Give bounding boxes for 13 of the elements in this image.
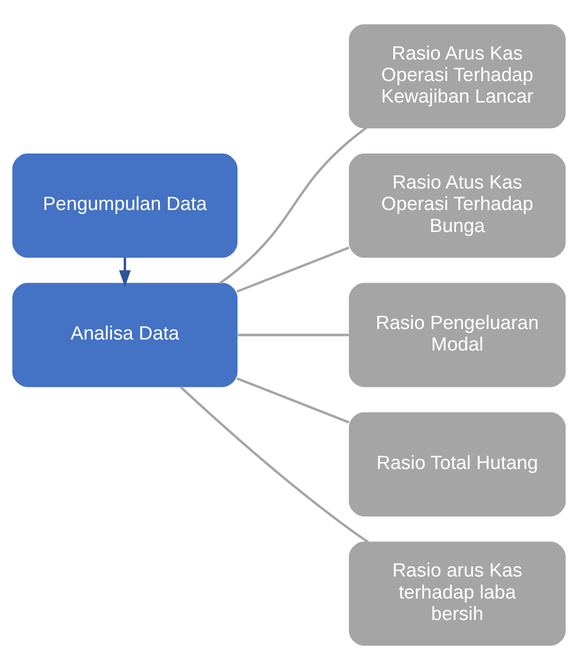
connector bbox=[236, 334, 349, 336]
node-box: Rasio Pengeluaran Modal bbox=[348, 282, 566, 388]
node-box: Rasio Arus Kas Operasi Terhadap Kewajiban Lancar bbox=[348, 24, 566, 128]
connector bbox=[180, 386, 369, 543]
connector bbox=[219, 126, 367, 284]
arrow bbox=[119, 257, 131, 288]
node-box: Rasio Atus Kas Operasi Terhadap Bunga bbox=[348, 154, 566, 258]
node-box: Analisa Data bbox=[12, 282, 238, 388]
connector bbox=[236, 377, 350, 424]
node-box: Pengumpulan Data bbox=[12, 154, 238, 258]
node-box: Rasio arus Kas terhadap laba bersih bbox=[348, 542, 566, 646]
connector bbox=[236, 246, 350, 293]
node-box: Rasio Total Hutang bbox=[348, 412, 566, 516]
